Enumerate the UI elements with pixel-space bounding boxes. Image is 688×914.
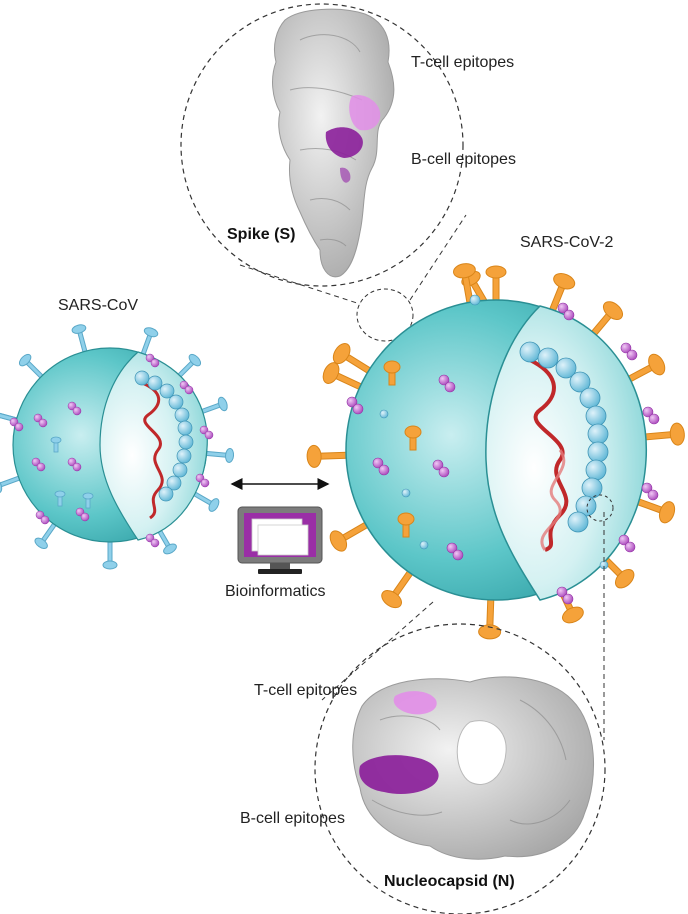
- sars-cov2-virion: [306, 263, 685, 640]
- spike-zoom-panel: T-cell epitopes B-cell epitopes Spike (S…: [180, 3, 516, 342]
- computer-monitor-icon: [237, 506, 323, 574]
- nucleocapsid-t-cell-epitope-patch: [393, 691, 437, 715]
- sars-cov-virion: [0, 324, 235, 570]
- nucleocapsid-title-label: Nucleocapsid (N): [384, 873, 515, 890]
- bioinformatics-label: Bioinformatics: [225, 583, 325, 600]
- nucleocapsid-t-cell-label: T-cell epitopes: [254, 682, 357, 699]
- sars-cov2-label: SARS-CoV-2: [520, 234, 613, 251]
- nucleocapsid-source-circle: [586, 494, 614, 522]
- spike-b-cell-epitope-patch: [325, 127, 363, 158]
- nucleocapsid-b-cell-label: B-cell epitopes: [240, 810, 345, 827]
- nucleocapsid-zoom-circle: [314, 623, 606, 914]
- spike-b-cell-label: B-cell epitopes: [411, 151, 516, 168]
- sars-cov2-cutaway: [485, 305, 648, 601]
- sars-cov-nucleocapsid-helix: [134, 370, 194, 520]
- nucleocapsid-connector-left: [321, 601, 434, 701]
- spike-zoom-connector-left: [239, 264, 361, 305]
- nucleocapsid-protein-structure: [352, 676, 595, 860]
- nucleocapsid-zoom-panel: T-cell epitopes B-cell epitopes Nucleoca…: [240, 494, 614, 914]
- nucleocapsid-b-cell-epitope-patch: [359, 755, 439, 794]
- spike-source-circle: [356, 288, 414, 342]
- spike-t-cell-epitope-patch: [349, 94, 381, 131]
- sars-cov2-nucleocapsid-helix: [519, 341, 609, 552]
- spike-zoom-connector-right: [409, 214, 467, 301]
- sars-cov-label: SARS-CoV: [58, 297, 138, 314]
- spike-zoom-circle: [180, 3, 464, 287]
- spike-protein-structure: [272, 8, 395, 278]
- spike-title-label: Spike (S): [227, 226, 295, 243]
- spike-t-cell-label: T-cell epitopes: [411, 54, 514, 71]
